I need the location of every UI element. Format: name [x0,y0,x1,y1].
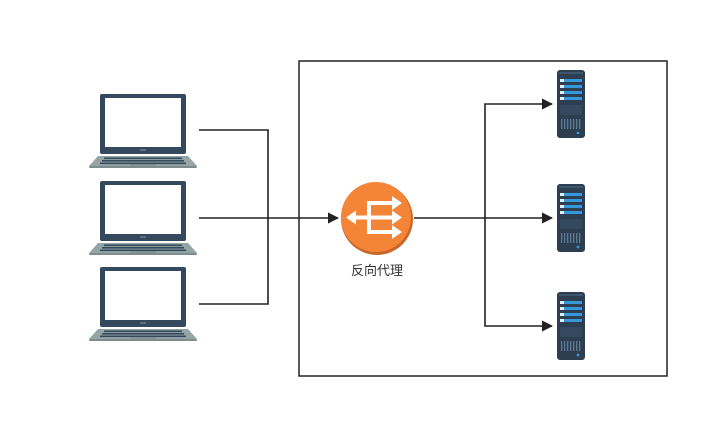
backend-server-2 [557,184,585,252]
server-rack-icon [557,70,585,138]
reverse-proxy-node [341,182,413,255]
client-laptop-3 [89,267,197,341]
connector-to-server-1 [484,98,554,218]
backend-server-1 [557,70,585,138]
connector-client-3 [199,218,269,305]
client-laptop-2 [89,181,197,255]
laptop-icon [89,181,197,255]
server-rack-icon [557,184,585,252]
laptop-icon [89,267,197,341]
reverse-proxy-label: 反向代理 [350,264,403,279]
connector-to-server-3 [484,218,554,332]
laptop-icon [89,94,197,168]
server-rack-icon [557,292,585,360]
client-laptop-1 [89,94,197,168]
connector-client-1 [199,129,269,218]
backend-server-3 [557,292,585,360]
